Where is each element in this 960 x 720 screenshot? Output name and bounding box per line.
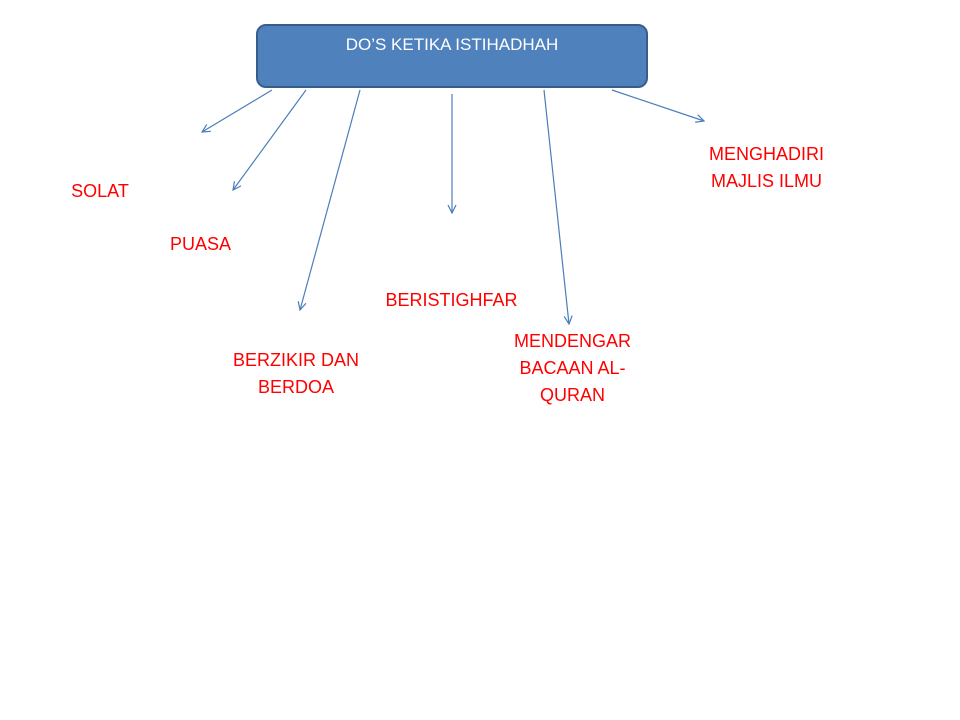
title-text: DO’S KETIKA ISTIHADHAH — [345, 35, 559, 54]
label-puasa: PUASA — [169, 234, 232, 254]
title-box: DO’S KETIKA ISTIHADHAH — [256, 24, 648, 88]
arrow-to-puasa — [233, 89, 307, 190]
label-beristighfar: BERISTIGHFAR — [385, 290, 518, 310]
arrow-to-menghadiri — [611, 89, 704, 121]
label-berzikir-dan-berdoa: BERZIKIR DAN BERDOA — [232, 350, 360, 397]
arrow-to-solat — [202, 89, 273, 132]
arrow-to-mendengar — [543, 89, 569, 324]
arrow-to-berzikir — [300, 89, 361, 310]
label-menghadiri-majlis-ilmu: MENGHADIRI MAJLIS ILMU — [708, 144, 824, 191]
label-mendengar-bacaan-al-quran: MENDENGAR BACAAN AL- QURAN — [513, 331, 631, 405]
label-solat: SOLAT — [71, 181, 129, 201]
